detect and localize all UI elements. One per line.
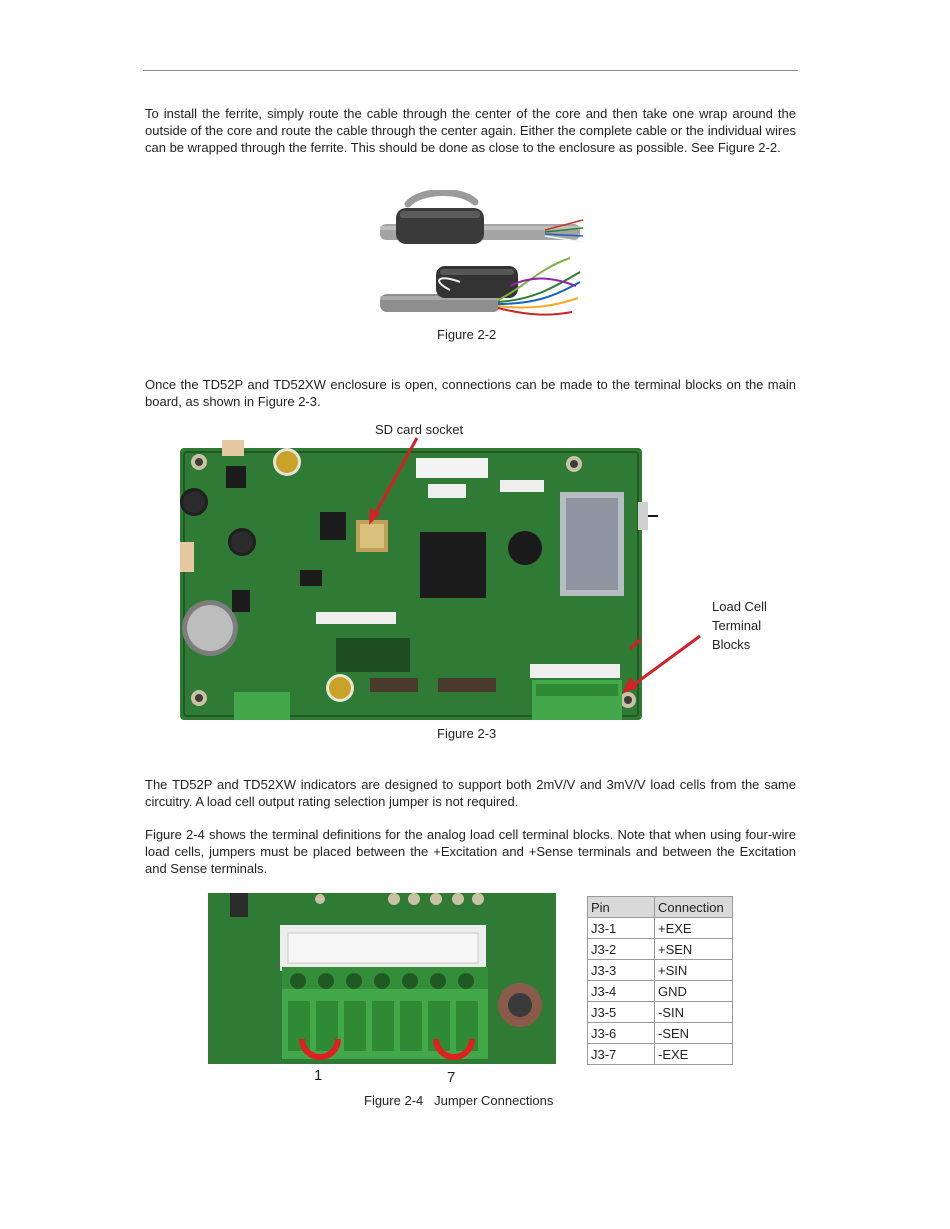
connection-cell: -EXE (654, 1043, 733, 1065)
pin-cell: J3-4 (587, 980, 655, 1002)
connection-cell: +SEN (654, 938, 733, 960)
enclosure-paragraph: Once the TD52P and TD52XW enclosure is o… (145, 377, 796, 409)
pin-cell: J3-3 (587, 959, 655, 981)
header-connection: Connection (654, 896, 733, 918)
load-cell-callout-line1: Load Cell (712, 599, 767, 614)
load-cell-arrow (622, 634, 701, 693)
pin-cell: J3-5 (587, 1001, 655, 1023)
load-cell-callout-line2: Terminal (712, 618, 762, 633)
table-row: J3-3 +SIN (587, 959, 733, 981)
load-cell-callout-line3: Blocks (712, 637, 751, 652)
figure-2-4-caption: Figure 2-4 Jumper Connections (364, 1093, 554, 1108)
table-header-row: Pin Connection (587, 896, 733, 918)
pin-connection-table: Pin Connection J3-1 +EXE J3-2 +SEN J3-3 … (587, 896, 733, 1065)
loadcell-paragraph: The TD52P and TD52XW indicators are desi… (145, 777, 796, 809)
sd-card-callout: SD card socket (375, 422, 464, 437)
ferrite-paragraph: To install the ferrite, simply route the… (145, 106, 796, 155)
connection-cell: -SEN (654, 1022, 733, 1044)
table-row: J3-6 -SEN (587, 1022, 733, 1044)
terminal-block-photo (208, 893, 556, 1064)
table-row: J3-1 +EXE (587, 917, 733, 939)
ferrite-cable-photo (380, 190, 584, 316)
header-rule (143, 70, 798, 71)
connection-cell: -SIN (654, 1001, 733, 1023)
connection-cell: +SIN (654, 959, 733, 981)
table-row: J3-4 GND (587, 980, 733, 1002)
header-pin: Pin (587, 896, 655, 918)
pin-cell: J3-2 (587, 938, 655, 960)
pin-cell: J3-7 (587, 1043, 655, 1065)
figure-2-3-caption: Figure 2-3 (437, 726, 497, 741)
figure-2-2-caption: Figure 2-2 (437, 327, 497, 342)
pin-cell: J3-1 (587, 917, 655, 939)
connection-cell: GND (654, 980, 733, 1002)
connection-cell: +EXE (654, 917, 733, 939)
pin-1-label: 1 (314, 1067, 323, 1084)
pin-7-label: 7 (447, 1069, 456, 1086)
callout-arrows (369, 437, 643, 651)
terminals-paragraph: Figure 2-4 shows the terminal definition… (145, 827, 796, 876)
table-row: J3-7 -EXE (587, 1043, 733, 1065)
table-row: J3-5 -SIN (587, 1001, 733, 1023)
pin-cell: J3-6 (587, 1022, 655, 1044)
table-row: J3-2 +SEN (587, 938, 733, 960)
main-board-photo (180, 440, 658, 720)
